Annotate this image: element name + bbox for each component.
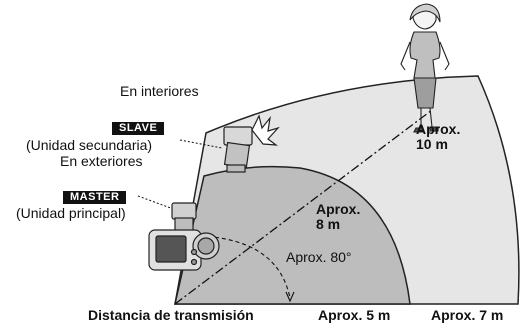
master-camera-unit	[148, 202, 220, 271]
angle-arrowhead	[285, 291, 295, 303]
master-badge: MASTER	[63, 191, 127, 204]
angle-arc	[200, 235, 291, 299]
master-leader	[137, 195, 177, 211]
direction-line	[174, 109, 433, 305]
slave-flash-unit	[223, 114, 280, 173]
outer-distance-label: Aprox. 10 m	[416, 121, 461, 152]
person-figure	[400, 3, 450, 133]
slave-badge: SLAVE	[112, 122, 165, 135]
master-description: (Unidad principal)	[16, 205, 126, 221]
slave-description: (Unidad secundaria)	[26, 137, 153, 153]
inner-distance-label: Aprox. 8 m	[316, 201, 361, 232]
angle-label: Aprox. 80°	[286, 249, 352, 265]
inner-distance-axis-label: Aprox. 5 m	[318, 307, 391, 323]
outdoors-label: En exteriores	[60, 153, 143, 169]
outer-distance-axis-label: Aprox. 7 m	[431, 307, 504, 323]
slave-leader	[179, 139, 223, 149]
transmission-distance-title: Distancia de transmisión	[88, 307, 254, 323]
indoors-label: En interiores	[120, 83, 199, 99]
